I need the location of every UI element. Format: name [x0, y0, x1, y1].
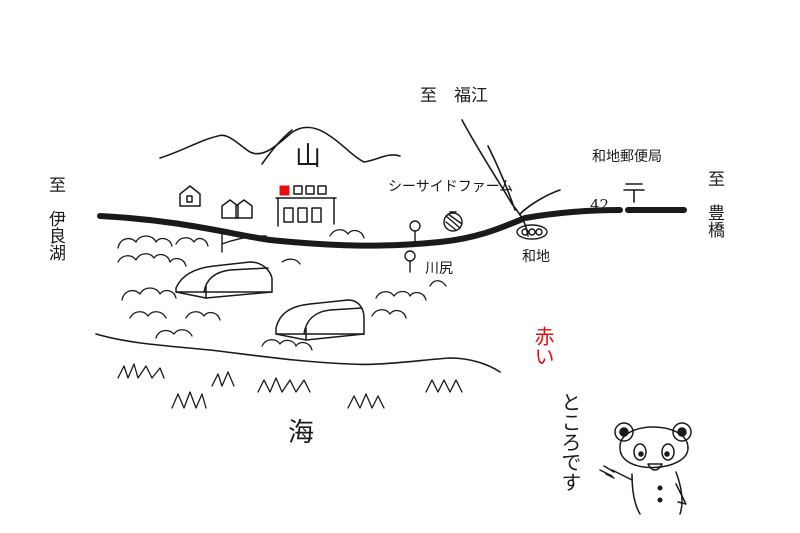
- wachi-post-office-label: 和地郵便局: [592, 149, 662, 165]
- house-group-left: [179, 185, 253, 219]
- wachi-label: 和地: [522, 249, 550, 265]
- farm-buildings: [275, 185, 337, 227]
- road-branch-east: [519, 189, 561, 215]
- main-road-route-42: [97, 207, 623, 249]
- panda-mascot-icon: [599, 422, 692, 515]
- greenhouse-right: [275, 299, 365, 341]
- coastline: [95, 333, 501, 373]
- mountain-label: 山: [295, 142, 322, 172]
- seaside-farm-label: シーサイドファーム: [388, 179, 514, 195]
- greenhouse-left: [175, 261, 273, 299]
- caption-red-text: 赤い: [531, 326, 555, 366]
- trees: [117, 229, 447, 351]
- road-branch-south: [479, 217, 529, 237]
- mountain-range: [159, 126, 401, 165]
- seaside-farm-symbol: [443, 211, 463, 232]
- route-42-label: 42: [590, 196, 610, 214]
- destination-red-marker: [279, 185, 290, 196]
- sea-label: 海: [288, 418, 315, 448]
- post-office-mark-icon: [623, 183, 645, 203]
- to-fukue-label: 至 福江: [420, 86, 488, 106]
- beach-grass: [117, 363, 463, 409]
- traffic-signal-icon: [404, 220, 421, 273]
- road-crossing-northeast: [487, 145, 516, 211]
- road-to-fukue: [461, 119, 529, 237]
- to-iragoko-label: 至 伊良湖: [45, 176, 65, 261]
- caption-rest-text: ところです: [558, 392, 582, 492]
- farm-access-road: [221, 231, 267, 253]
- wachi-intersection-symbol: [516, 224, 548, 240]
- to-toyohashi-label: 至 豊橋: [704, 170, 724, 238]
- kawajiri-label: 川尻: [425, 261, 453, 277]
